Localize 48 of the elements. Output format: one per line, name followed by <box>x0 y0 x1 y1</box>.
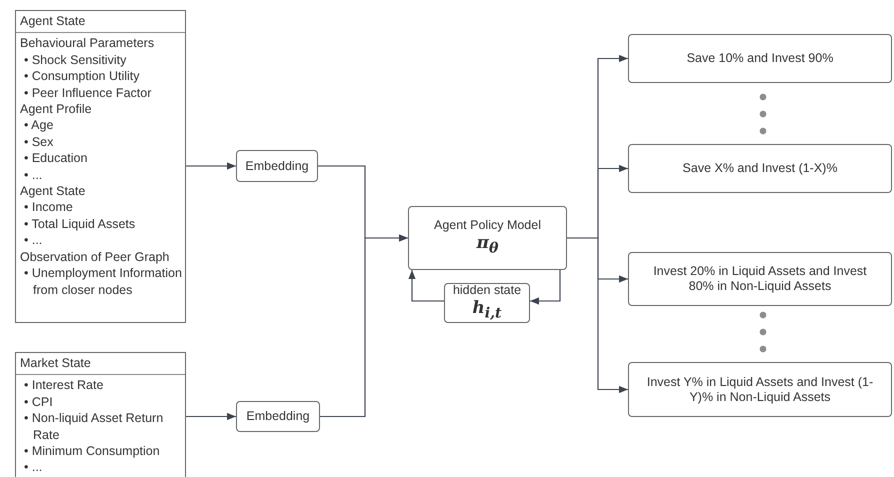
list-item: • Peer Influence Factor <box>23 84 152 102</box>
list-item: • ... <box>23 459 44 476</box>
model-box <box>444 283 530 323</box>
list-item: • Total Liquid Assets <box>23 216 136 232</box>
box-label: Invest Y% in Liquid Assets and Invest (1-Y)% in Non-Liquid Assets <box>646 374 874 404</box>
list-item: • Interest Rate <box>23 377 104 394</box>
list-item: • Consumption Utility <box>23 68 141 85</box>
arrow <box>408 270 444 302</box>
list-item: • Income <box>23 199 74 216</box>
process-box <box>628 362 892 417</box>
box-label: Embedding <box>246 409 310 424</box>
list-item: Observation of Peer Graph <box>19 248 170 266</box>
math-symbol: h$_{i,t}$ <box>472 298 502 324</box>
state-panel <box>15 352 186 477</box>
list-item: • ... <box>23 166 44 184</box>
list-item: • CPI <box>23 394 54 410</box>
box-label: Invest 20% in Liquid Assets and Invest 80% in Non-Liquid Assets <box>652 264 868 294</box>
process-box <box>628 144 892 193</box>
model-box <box>408 206 567 270</box>
process-box <box>236 150 318 182</box>
arrow <box>530 270 561 305</box>
list-item: • Minimum Consumption <box>23 443 161 460</box>
state-panel <box>15 10 186 323</box>
box-label: hidden state <box>452 282 522 298</box>
box-label: Save X% and Invest (1-X)% <box>682 161 838 176</box>
process-box <box>628 252 892 306</box>
list-item: Agent State <box>19 183 86 200</box>
process-box <box>236 401 320 432</box>
list-item: • Age <box>23 117 54 134</box>
list-item: • ... <box>23 232 44 249</box>
list-item: • Shock Sensitivity <box>23 52 128 68</box>
box-label: Agent Policy Model <box>434 218 541 233</box>
arrow <box>186 412 236 420</box>
list-item: Behavioural Parameters <box>19 35 156 52</box>
process-box <box>628 34 892 83</box>
list-item: • Sex <box>23 134 54 150</box>
box-label: Embedding <box>245 158 309 174</box>
box-label: Save 10% and Invest 90% <box>686 51 834 66</box>
math-symbol: π$_{θ}$ <box>476 232 498 258</box>
list-item: • Non-liquid Asset Return Rate <box>23 410 164 444</box>
list-item: • Unemployment Information from closer nodes <box>23 265 183 298</box>
arrow <box>186 162 236 170</box>
panel-title: Market State <box>16 353 185 376</box>
arrow <box>320 234 408 418</box>
arrow <box>567 237 628 394</box>
list-item: Agent Profile <box>19 101 93 118</box>
panel-title: Agent State <box>16 11 185 34</box>
list-item: • Education <box>23 150 88 167</box>
